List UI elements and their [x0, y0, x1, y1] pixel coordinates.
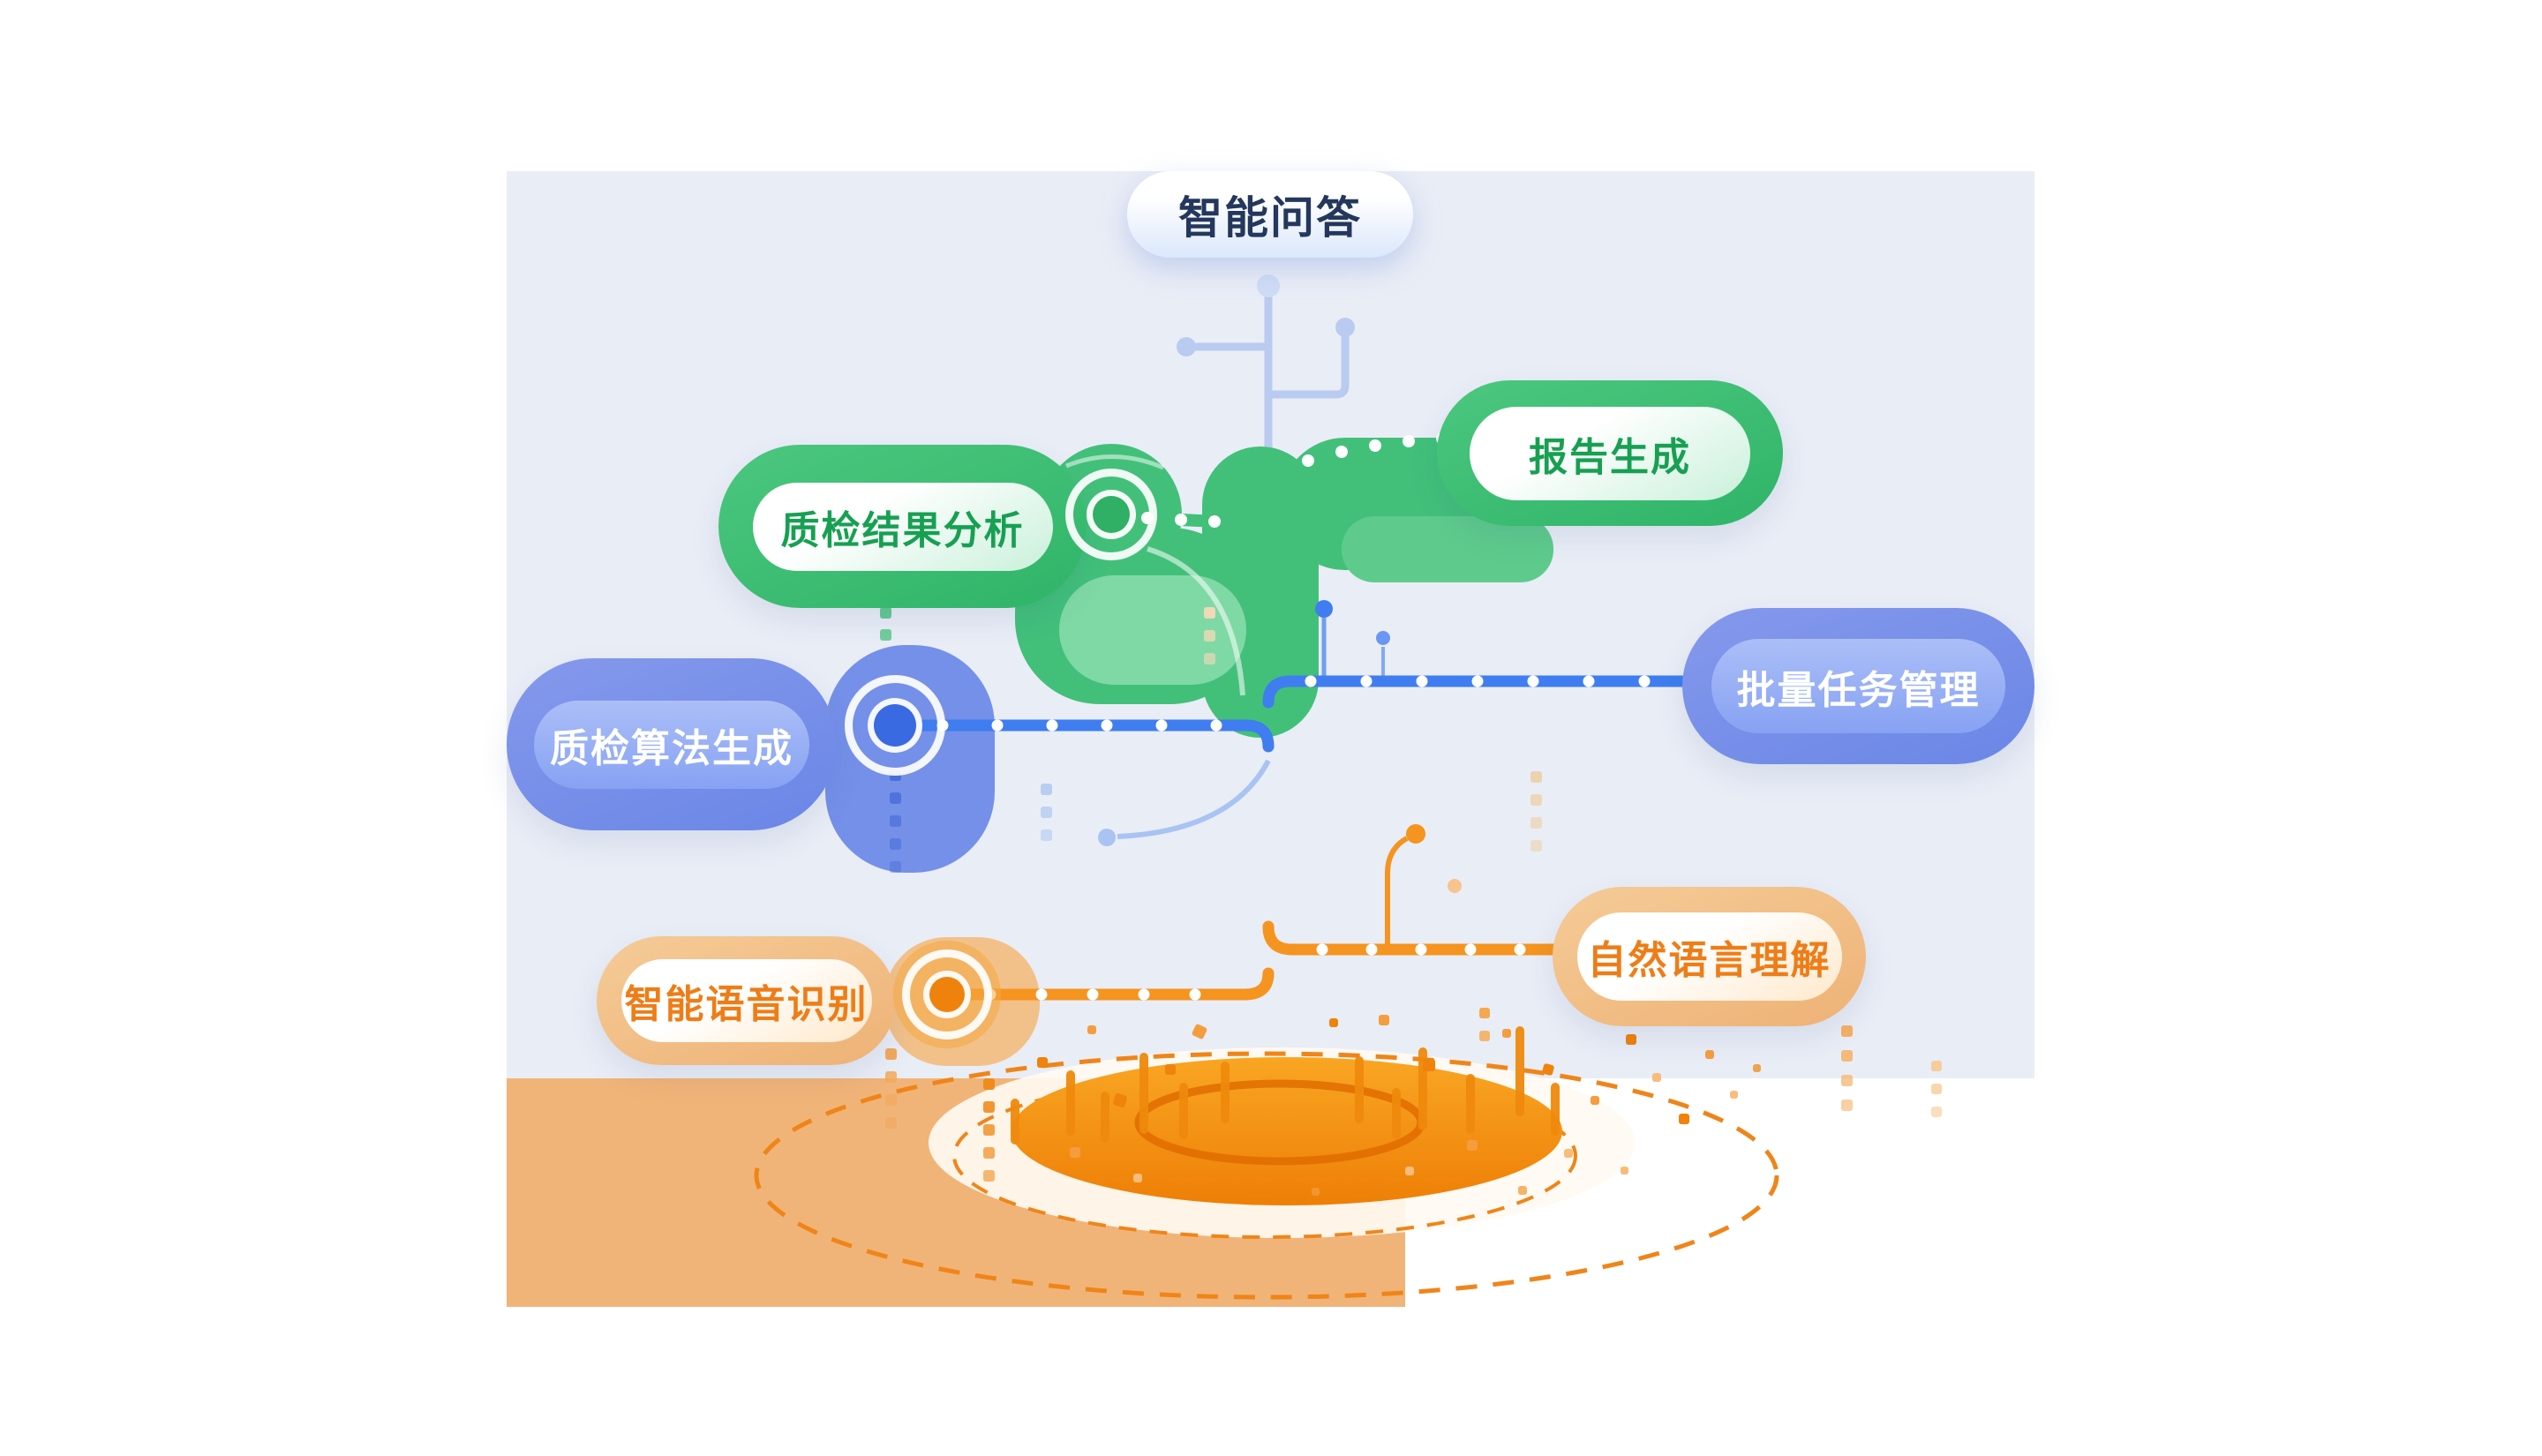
root-particles	[1037, 1015, 1761, 1196]
node-algorithm: 质检算法生成	[507, 658, 837, 830]
node-analysis-pill: 质检结果分析	[752, 482, 1053, 571]
node-algorithm-label: 质检算法生成	[550, 726, 793, 770]
node-analysis-label: 质检结果分析	[780, 508, 1025, 552]
node-asr-pill: 智能语音识别	[620, 959, 872, 1042]
upper-twigs	[1177, 274, 1355, 534]
branch-batch	[1262, 600, 1690, 709]
node-ring	[1065, 469, 1157, 560]
node-report-label: 报告生成	[1529, 435, 1691, 479]
node-dot	[1087, 490, 1136, 539]
node-algorithm-pill: 质检算法生成	[534, 700, 809, 789]
node-dot	[868, 698, 922, 753]
node-report-pill: 报告生成	[1470, 406, 1750, 500]
node-asr-label: 智能语音识别	[624, 983, 869, 1026]
node-dot	[923, 971, 971, 1018]
node-nlu: 自然语言理解	[1553, 887, 1866, 1026]
root-sprouts	[1011, 1026, 1560, 1145]
node-qa-label: 智能问答	[1178, 193, 1362, 243]
node-qa: 智能问答	[1127, 171, 1413, 258]
branch-nlu	[1262, 824, 1561, 956]
node-ring	[845, 675, 945, 776]
node-report: 报告生成	[1437, 380, 1783, 526]
node-batch: 批量任务管理	[1682, 608, 2034, 764]
node-asr: 智能语音识别	[597, 936, 896, 1065]
node-nlu-label: 自然语言理解	[1587, 939, 1831, 982]
node-batch-label: 批量任务管理	[1736, 668, 1981, 712]
node-batch-pill: 批量任务管理	[1711, 639, 2005, 733]
node-nlu-pill: 自然语言理解	[1576, 912, 1842, 1001]
node-ring	[902, 949, 992, 1039]
node-analysis: 质检结果分析	[718, 445, 1087, 608]
